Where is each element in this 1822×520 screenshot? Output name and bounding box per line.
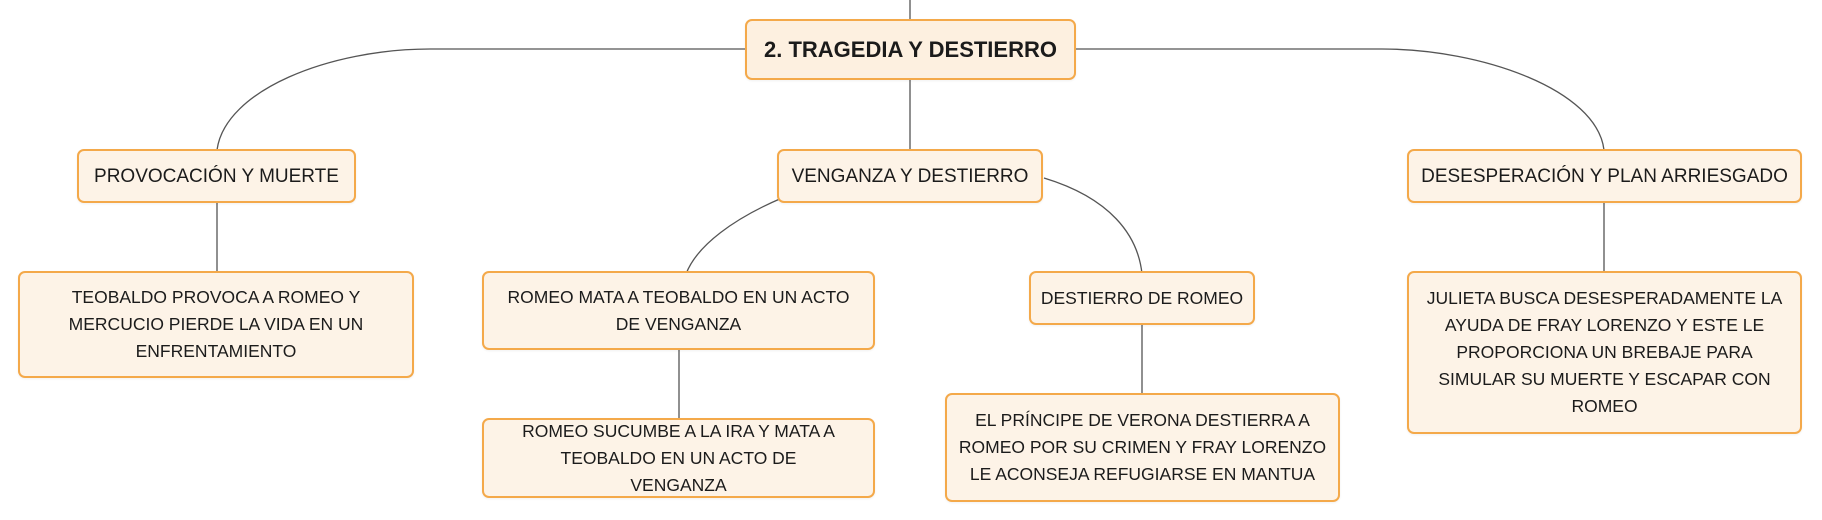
detail-provocacion[interactable]: TEOBALDO PROVOCA A ROMEO Y MERCUCIO PIER… (18, 271, 414, 378)
detail-text: DESTIERRO DE ROMEO (1040, 287, 1244, 308)
root-node[interactable]: 2. TRAGEDIA Y DESTIERRO (745, 19, 1076, 80)
branch-label: DESESPERACIÓN Y PLAN ARRIESGADO (1421, 165, 1788, 187)
branch-desesperacion[interactable]: DESESPERACIÓN Y PLAN ARRIESGADO (1407, 149, 1802, 203)
branch-label: VENGANZA Y DESTIERRO (791, 165, 1029, 187)
branch-provocacion[interactable]: PROVOCACIÓN Y MUERTE (77, 149, 356, 203)
branch-label: PROVOCACIÓN Y MUERTE (94, 165, 339, 187)
detail-text: TEOBALDO PROVOCA A ROMEO Y MERCUCIO PIER… (68, 287, 364, 361)
detail-romeo-mata[interactable]: ROMEO MATA A TEOBALDO EN UN ACTO DE VENG… (482, 271, 875, 350)
connector-venganza-to-destierro (1043, 177, 1143, 275)
detail-text: EL PRÍNCIPE DE VERONA DESTIERRA A ROMEO … (958, 410, 1327, 484)
detail-destierro[interactable]: DESTIERRO DE ROMEO (1029, 271, 1255, 325)
connector-root-to-provocacion (216, 48, 745, 151)
detail-text: ROMEO MATA A TEOBALDO EN UN ACTO DE VENG… (507, 286, 850, 334)
detail-romeo-sucumbe[interactable]: ROMEO SUCUMBE A LA IRA Y MATA A TEOBALDO… (482, 418, 875, 498)
detail-julieta[interactable]: JULIETA BUSCA DESESPERADAMENTE LA AYUDA … (1407, 271, 1802, 434)
root-label: 2. TRAGEDIA Y DESTIERRO (764, 37, 1057, 62)
detail-principe[interactable]: EL PRÍNCIPE DE VERONA DESTIERRA A ROMEO … (945, 393, 1340, 502)
detail-text: JULIETA BUSCA DESESPERADAMENTE LA AYUDA … (1426, 288, 1783, 416)
detail-text: ROMEO SUCUMBE A LA IRA Y MATA A TEOBALDO… (522, 420, 835, 495)
connector-root-to-desesperacion (1076, 48, 1605, 151)
connector-venganza-to-romeo-mata (685, 197, 783, 275)
branch-venganza[interactable]: VENGANZA Y DESTIERRO (777, 149, 1043, 203)
